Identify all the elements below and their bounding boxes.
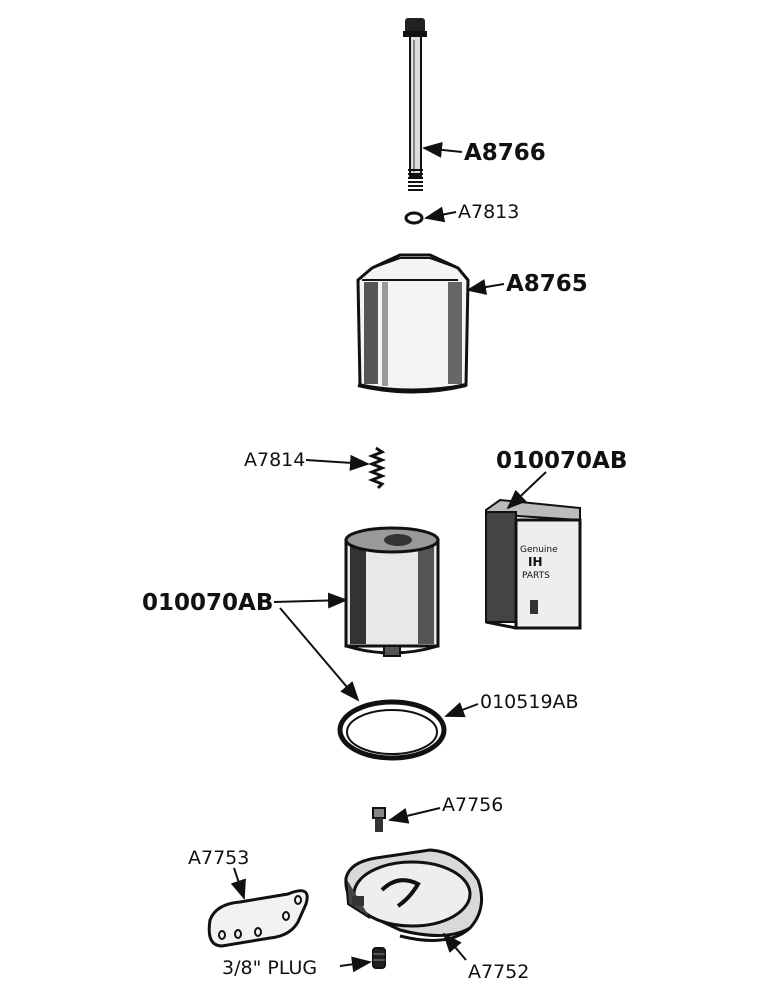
gasket-part [337,699,447,761]
washer-part [404,211,424,225]
cover-leader [466,279,505,295]
filter-element-part [344,526,440,657]
bolt-label: A8766 [464,140,546,166]
filter-element-leader [273,592,348,609]
bracket-part [207,889,309,948]
fitting-leader [388,807,441,824]
spring-label: A7814 [244,449,305,471]
fitting-label: A7756 [442,794,503,816]
base-leader [442,932,467,961]
filter-box-brand: Genuine [520,545,558,555]
bolt-part [403,18,427,191]
cover-part [356,253,470,394]
spring-part [367,446,387,490]
base-part [344,848,484,942]
gasket-label: 010519AB [480,691,579,713]
bracket-leader [230,867,246,900]
cover-label: A8765 [506,271,588,297]
filter-box-part: Genuine IH PARTS [485,498,582,630]
filter-element-label: 010070AB [142,590,273,616]
washer-label: A7813 [458,201,519,223]
plug-label: 3/8" PLUG [222,957,317,979]
filter-box-logo: IH [528,555,543,569]
filter-box-label: 010070AB [496,448,627,474]
filter-box-parts: PARTS [522,571,550,581]
gasket-leader [444,702,479,718]
washer-leader [424,206,457,223]
filter-box-leader [506,471,547,510]
bolt-leader [422,141,463,158]
plug-part [372,947,386,969]
bracket-label: A7753 [188,847,249,869]
spring-leader [305,454,370,471]
fitting-part [372,807,386,832]
filter-element-leader-2 [279,607,360,702]
base-label: A7752 [468,961,529,983]
plug-leader [339,956,372,973]
